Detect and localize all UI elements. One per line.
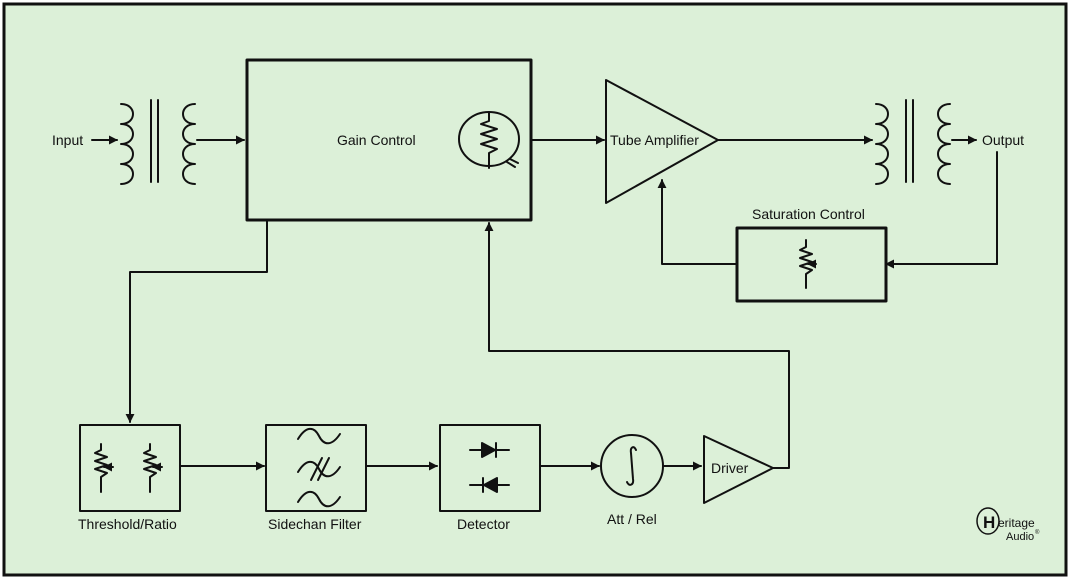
saturation-to-tube-line [657, 179, 738, 265]
output-transformer-icon [875, 99, 951, 185]
filter-curves-icon [297, 427, 341, 508]
integral-icon [626, 446, 637, 486]
threshold-potentiometer-icon [94, 443, 114, 493]
gain-control-label: Gain Control [337, 132, 416, 148]
tube-amplifier-triangle [605, 79, 719, 204]
diode-bottom-icon [469, 477, 510, 493]
driver-triangle [703, 435, 774, 504]
diode-top-icon [469, 442, 510, 458]
logo-line1: eritage [998, 516, 1035, 530]
att-rel-label: Att / Rel [607, 511, 657, 527]
input-label: Input [52, 132, 83, 148]
ratio-potentiometer-icon [143, 443, 163, 493]
detector-label: Detector [457, 516, 510, 532]
tube-amplifier-label: Tube Amplifier [610, 132, 699, 148]
gain-to-threshold-line [125, 219, 268, 423]
saturation-control-label: Saturation Control [752, 206, 865, 222]
heritage-audio-logo-icon: H eritage Audio ® [976, 507, 1040, 543]
sidechain-filter-block [265, 424, 367, 512]
input-transformer-icon [120, 99, 196, 185]
output-label: Output [982, 132, 1024, 148]
detector-block [439, 424, 541, 512]
sidechain-filter-label: Sidechan Filter [268, 516, 362, 532]
logo-line2: Audio [1006, 531, 1034, 543]
driver-to-gain-line [484, 222, 790, 469]
driver-label: Driver [711, 460, 749, 476]
logo-initial: H [983, 513, 995, 532]
saturation-potentiometer-icon [799, 239, 817, 289]
threshold-ratio-block [79, 424, 181, 512]
threshold-ratio-label: Threshold/Ratio [78, 516, 177, 532]
logo-mark: ® [1035, 529, 1040, 536]
optical-cell-icon [458, 111, 520, 169]
